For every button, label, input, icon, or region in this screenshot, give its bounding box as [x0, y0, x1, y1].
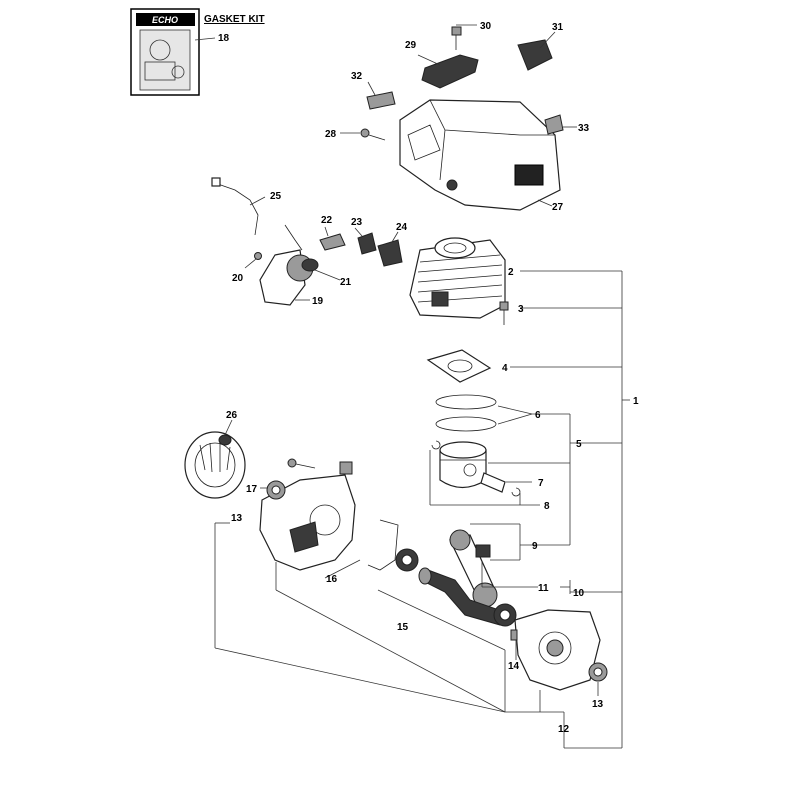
- callout-27: 27: [552, 202, 564, 213]
- crank-bearing-left[interactable]: [395, 548, 419, 572]
- needle-bearing-11[interactable]: [475, 544, 491, 558]
- oil-seal-13[interactable]: [588, 662, 608, 682]
- connecting-rod[interactable]: [449, 529, 498, 608]
- piston-clip-8b[interactable]: [511, 487, 521, 497]
- cover-bolt[interactable]: [451, 26, 462, 50]
- echo-logo: [136, 13, 195, 26]
- case-screw[interactable]: [287, 458, 316, 469]
- cover-clip[interactable]: [421, 54, 479, 89]
- piston-clip-8a[interactable]: [431, 440, 441, 450]
- flywheel[interactable]: [184, 431, 246, 499]
- callout-13-right: 13: [592, 699, 604, 710]
- callout-32: 32: [351, 71, 363, 82]
- crankcase-left[interactable]: [259, 461, 356, 571]
- callout-8: 8: [544, 501, 550, 512]
- callout-19: 19: [312, 296, 324, 307]
- cover-decal-33[interactable]: [544, 114, 564, 135]
- piston-rings[interactable]: [435, 394, 497, 432]
- callout-16: 16: [326, 574, 338, 585]
- callout-23: 23: [351, 217, 363, 228]
- cylinder-gasket[interactable]: [426, 349, 492, 383]
- crank-bearing-right[interactable]: [493, 603, 517, 627]
- spark-plug-23[interactable]: [357, 232, 377, 255]
- callout-22: 22: [321, 215, 333, 226]
- spark-plug-24[interactable]: [377, 239, 403, 267]
- callout-1: 1: [633, 396, 639, 407]
- gasket-kit-box[interactable]: ECHO: [130, 8, 200, 96]
- cover-decal-31[interactable]: [517, 39, 553, 71]
- callout-labels: 30 29 31 32 28 33 27 25 22 23 24 20 21 1…: [226, 21, 639, 735]
- callout-33: 33: [578, 123, 590, 134]
- callout-15: 15: [397, 622, 409, 633]
- callout-14: 14: [508, 661, 520, 672]
- callout-29: 29: [405, 40, 417, 51]
- cylinder-bolt-3[interactable]: [499, 301, 509, 325]
- callout-7: 7: [538, 478, 544, 489]
- callout-5: 5: [576, 439, 582, 450]
- callout-24: 24: [396, 222, 408, 233]
- callout-10: 10: [573, 588, 585, 599]
- grommet-21[interactable]: [301, 258, 319, 272]
- callout-6: 6: [535, 410, 541, 421]
- callout-31: 31: [552, 22, 564, 33]
- cylinder-cover[interactable]: [399, 99, 561, 211]
- callout-4: 4: [502, 363, 508, 374]
- piston[interactable]: [439, 441, 487, 489]
- cover-screw-28[interactable]: [360, 128, 386, 141]
- callout-26: 26: [226, 410, 238, 421]
- spark-plug-wire[interactable]: [211, 177, 259, 236]
- callout-28: 28: [325, 129, 337, 140]
- callout-20: 20: [232, 273, 244, 284]
- gasket-kit-illustration: [139, 29, 191, 91]
- cover-decal-32[interactable]: [366, 91, 396, 110]
- oil-seal-17[interactable]: [266, 480, 286, 500]
- callout-12: 12: [558, 724, 570, 735]
- callout-18: 18: [218, 33, 230, 44]
- callout-13-left: 13: [231, 513, 243, 524]
- callout-25: 25: [270, 191, 282, 202]
- leader-lines: [214, 24, 630, 749]
- coil-screw-20[interactable]: [254, 252, 262, 260]
- crankcase-gasket-16[interactable]: [367, 519, 399, 571]
- dowel-pin-14[interactable]: [510, 629, 518, 641]
- ignition-coil[interactable]: [259, 224, 314, 306]
- callout-21: 21: [340, 277, 352, 288]
- crankshaft[interactable]: [418, 567, 506, 626]
- crankcase-right[interactable]: [514, 609, 601, 691]
- echo-logo-text: ECHO: [152, 15, 178, 25]
- spark-plug-cap-22[interactable]: [319, 233, 346, 251]
- callout-11: 11: [538, 583, 549, 594]
- cylinder[interactable]: [409, 237, 506, 319]
- piston-pin[interactable]: [480, 472, 506, 493]
- callout-30: 30: [480, 21, 492, 32]
- callout-2: 2: [508, 267, 514, 278]
- callout-3: 3: [518, 304, 524, 315]
- gasket-kit-title: GASKET KIT: [204, 14, 265, 25]
- callout-17: 17: [246, 484, 258, 495]
- callout-9: 9: [532, 541, 538, 552]
